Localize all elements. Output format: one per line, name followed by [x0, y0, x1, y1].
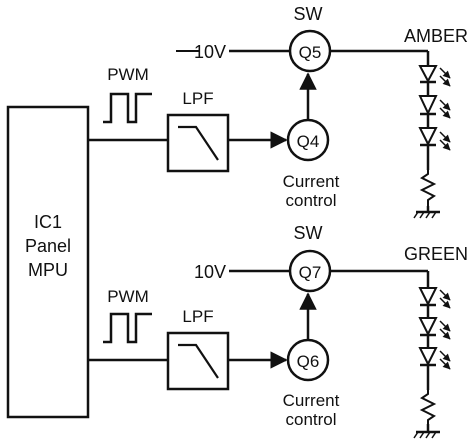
- lpf-block: LPF: [166, 89, 230, 173]
- switch-transistor: Q7: [288, 249, 332, 293]
- pwm-waveform: PWM: [103, 65, 152, 124]
- control-transistor: Q4: [286, 118, 330, 162]
- mpu-label-line2: Panel: [25, 236, 71, 256]
- switch-transistor: Q5: [288, 29, 332, 73]
- control-transistor-label: Q6: [297, 352, 320, 371]
- control-caption-line2: control: [285, 410, 336, 429]
- pwm-waveform: PWM: [103, 287, 152, 344]
- green-channel: SW 10V Q7 GREEN PWM LPF Q6 Current contr…: [88, 223, 468, 439]
- switch-label: SW: [294, 223, 323, 243]
- led-string-green: [413, 287, 451, 439]
- control-caption-line1: Current: [283, 172, 340, 191]
- control-transistor-label: Q4: [297, 132, 320, 151]
- amber-channel: SW 10V Q5 AMBER PWM LPF Q4 Current contr…: [88, 4, 468, 219]
- mpu-label-line1: IC1: [34, 212, 62, 232]
- led-string-amber: [413, 65, 451, 219]
- led-label-amber: AMBER: [404, 26, 468, 46]
- panel-mpu-block: IC1 Panel MPU: [6, 105, 90, 419]
- lpf-block: LPF: [166, 307, 230, 391]
- switch-label: SW: [294, 4, 323, 24]
- supply-label: 10V: [194, 262, 226, 282]
- pwm-label: PWM: [107, 65, 149, 84]
- control-caption-line1: Current: [283, 391, 340, 410]
- switch-transistor-label: Q7: [299, 263, 322, 282]
- lpf-label: LPF: [182, 307, 213, 326]
- led-label-green: GREEN: [404, 244, 468, 264]
- lpf-label: LPF: [182, 89, 213, 108]
- control-transistor: Q6: [286, 338, 330, 382]
- supply-label: 10V: [194, 42, 226, 62]
- switch-transistor-label: Q5: [299, 43, 322, 62]
- mpu-label-line3: MPU: [28, 260, 68, 280]
- control-caption-line2: control: [285, 191, 336, 210]
- pwm-label: PWM: [107, 287, 149, 306]
